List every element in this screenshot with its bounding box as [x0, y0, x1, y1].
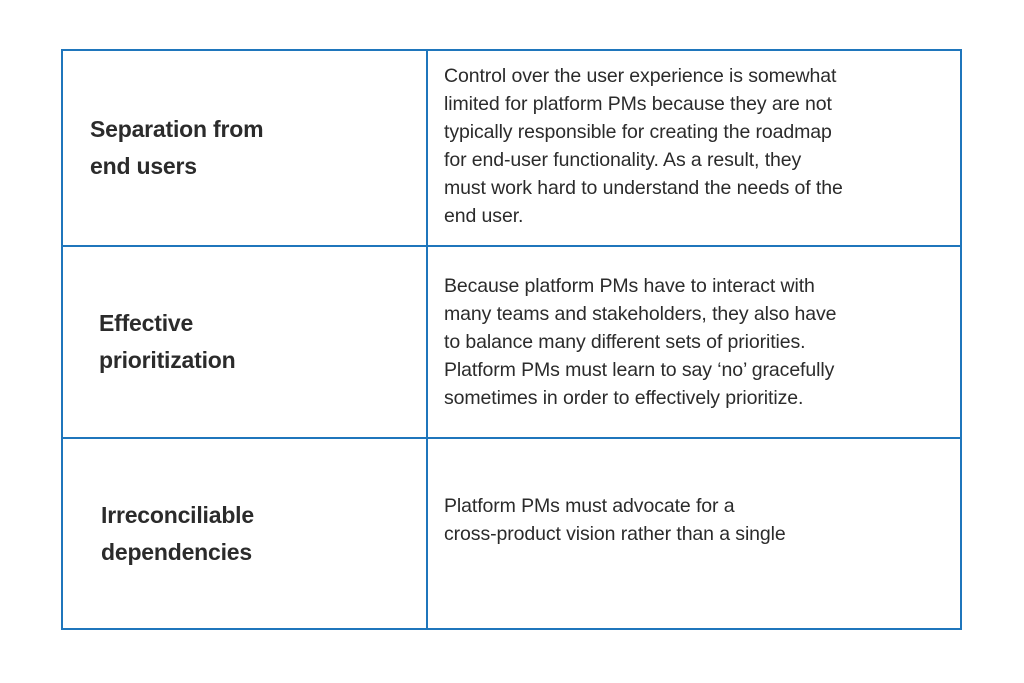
table-cell-body: Control over the user experience is some… [428, 51, 960, 245]
row-label-text: Effective prioritization [99, 310, 236, 373]
table-cell-body: Platform PMs must advocate for a cross-p… [428, 439, 960, 628]
table-cell-label: Irreconciliable dependencies [63, 439, 428, 628]
row-body-text: Control over the user experience is some… [444, 65, 843, 227]
table-row: Separation from end users Control over t… [63, 51, 960, 247]
row-body-text: Platform PMs must advocate for a cross-p… [444, 495, 786, 545]
table-cell-label: Effective prioritization [63, 247, 428, 437]
row-label-text: Separation from end users [90, 116, 264, 179]
table-cell-label: Separation from end users [63, 51, 428, 245]
table-row: Irreconciliable dependencies Platform PM… [63, 439, 960, 628]
challenges-table: Separation from end users Control over t… [61, 49, 962, 630]
table-cell-body: Because platform PMs have to interact wi… [428, 247, 960, 437]
row-body-text: Because platform PMs have to interact wi… [444, 275, 837, 409]
row-label-text: Irreconciliable dependencies [101, 501, 254, 565]
table-row: Effective prioritization Because platfor… [63, 247, 960, 439]
